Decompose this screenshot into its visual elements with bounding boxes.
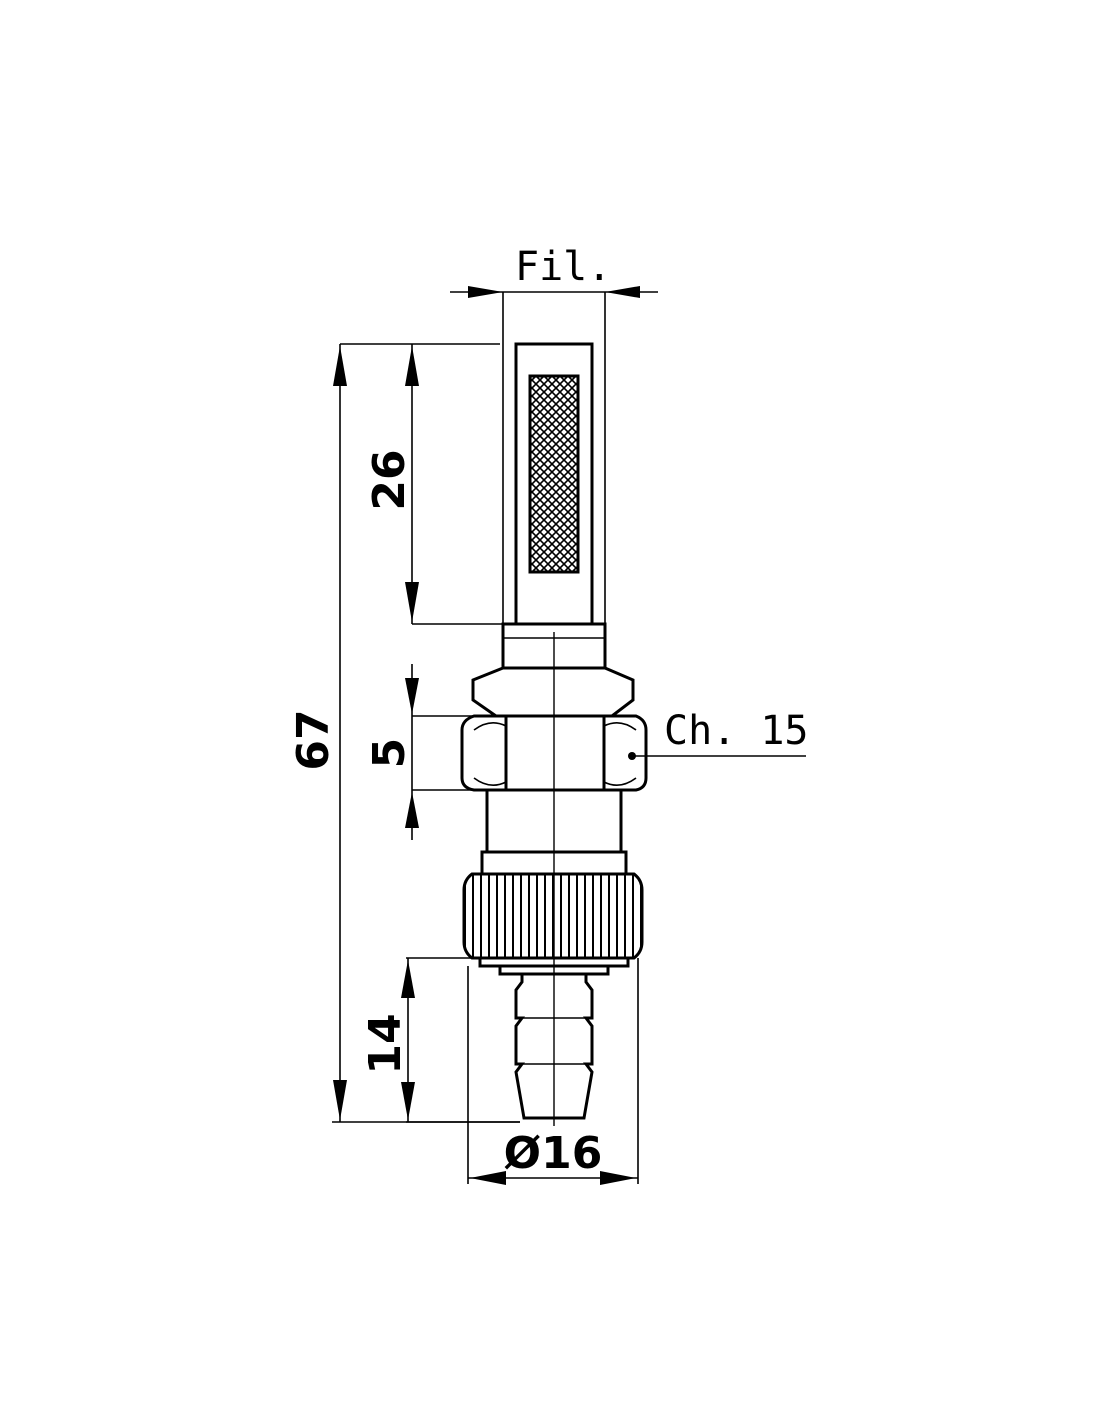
spigot-length-dimension: 14 — [360, 957, 520, 1123]
filter-length-dimension: 26 — [364, 344, 503, 625]
filter-length-value: 26 — [364, 449, 415, 510]
wrench-size-label: Ch. 15 — [664, 708, 809, 754]
spigot-length-value: 14 — [360, 1013, 411, 1074]
nut-height-value: 5 — [364, 738, 415, 769]
nut-height-dimension: 5 — [364, 664, 474, 840]
overall-length-value: 67 — [288, 709, 339, 770]
filter-element — [514, 342, 594, 626]
knurled-ring — [462, 872, 644, 960]
collar — [471, 666, 635, 718]
thread-dimension: Fil. — [450, 244, 658, 624]
thread-label: Fil. — [515, 244, 611, 290]
hex-nut — [460, 714, 648, 792]
diameter-dimension: Ø16 — [467, 958, 639, 1185]
wrench-size-callout: Ch. 15 — [632, 708, 809, 757]
diameter-value: Ø16 — [504, 1128, 603, 1179]
overall-length-dimension: 67 — [288, 343, 520, 1123]
filter-mesh — [528, 374, 580, 574]
